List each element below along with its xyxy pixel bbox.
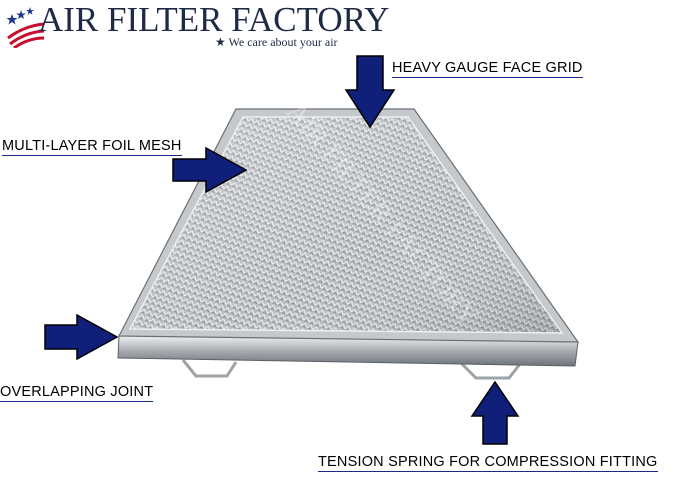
- callout-tension-spring: TENSION SPRING FOR COMPRESSION FITTING: [318, 454, 658, 472]
- arrow-down-icon: [344, 55, 396, 129]
- tension-spring-left: [181, 359, 238, 378]
- logo-tagline: ★ We care about your air: [215, 35, 338, 49]
- callout-face-grid: HEAVY GAUGE FACE GRID: [392, 60, 583, 78]
- tension-spring-right: [458, 360, 522, 380]
- arrow-right-icon: [172, 146, 248, 194]
- brand-logo: AIR FILTER FACTORY ★ We care about your …: [6, 0, 389, 52]
- logo-title: AIR FILTER FACTORY: [38, 0, 390, 39]
- arrow-right-icon: [44, 313, 119, 361]
- arrow-up-icon: [470, 380, 520, 445]
- callout-overlapping-joint: OVERLAPPING JOINT: [0, 384, 154, 402]
- flag-icon: [6, 7, 45, 48]
- callout-foil-mesh: MULTI-LAYER FOIL MESH: [2, 138, 182, 156]
